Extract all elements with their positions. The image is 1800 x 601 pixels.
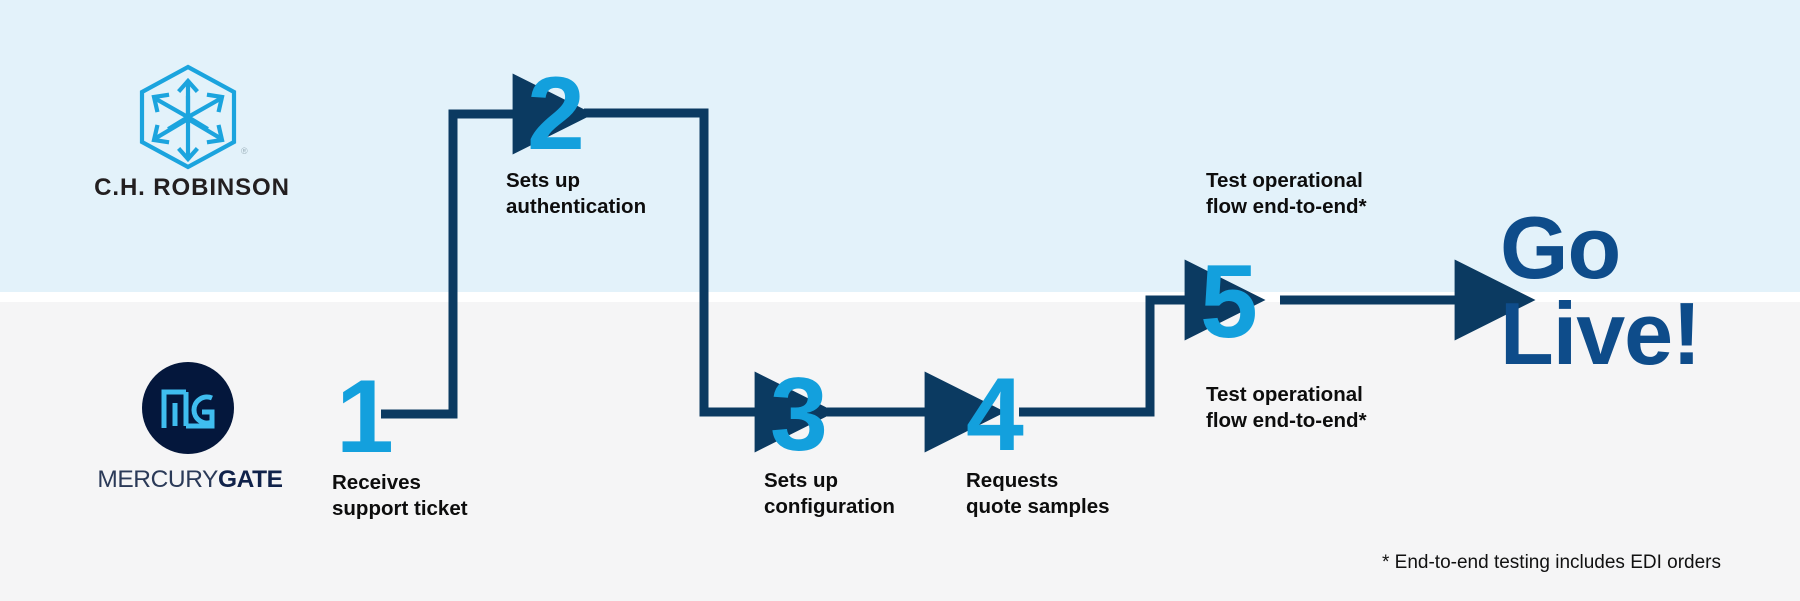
svg-text:®: ® bbox=[241, 146, 248, 156]
footnote: * End-to-end testing includes EDI orders bbox=[1382, 552, 1722, 573]
mercurygate-wordmark-light: MERCURY bbox=[97, 466, 218, 493]
step-label-2: Sets up authentication bbox=[506, 169, 647, 219]
mg-monogram-icon bbox=[142, 362, 234, 454]
lane-band-bottom bbox=[0, 302, 1800, 601]
step-label-4: Requests quote samples bbox=[966, 469, 1110, 519]
mercurygate-wordmark-bold: GATE bbox=[217, 466, 283, 493]
arrow-step2-to-step3 bbox=[584, 108, 836, 453]
step-number-4: 4 bbox=[966, 357, 1024, 473]
step-number-5: 5 bbox=[1200, 244, 1258, 360]
mercurygate-wordmark: MERCURYGATE bbox=[70, 466, 310, 494]
arrow-step1-to-step2 bbox=[381, 73, 594, 419]
step-label-5-bottom: Test operational flow end-to-end* bbox=[1206, 383, 1367, 433]
step-number-1: 1 bbox=[336, 359, 394, 475]
step-label-5-top: Test operational flow end-to-end* bbox=[1206, 169, 1367, 219]
step-label-3: Sets up configuration bbox=[764, 469, 895, 519]
chrobinson-logo: ® C.H. ROBINSON bbox=[94, 62, 289, 212]
lane-divider bbox=[0, 292, 1800, 302]
step-number-3: 3 bbox=[770, 357, 828, 473]
hexagon-cube-arrows-icon: ® bbox=[128, 62, 248, 172]
mercurygate-logo: MERCURYGATE bbox=[97, 362, 283, 502]
go-live-label: Go Live! bbox=[1500, 198, 1701, 384]
arrow-step4-to-step5 bbox=[1019, 259, 1266, 417]
chrobinson-wordmark: C.H. ROBINSON bbox=[94, 174, 290, 201]
step-label-1: Receives support ticket bbox=[332, 471, 468, 521]
step-number-2: 2 bbox=[527, 56, 585, 172]
lane-band-top bbox=[0, 0, 1800, 292]
